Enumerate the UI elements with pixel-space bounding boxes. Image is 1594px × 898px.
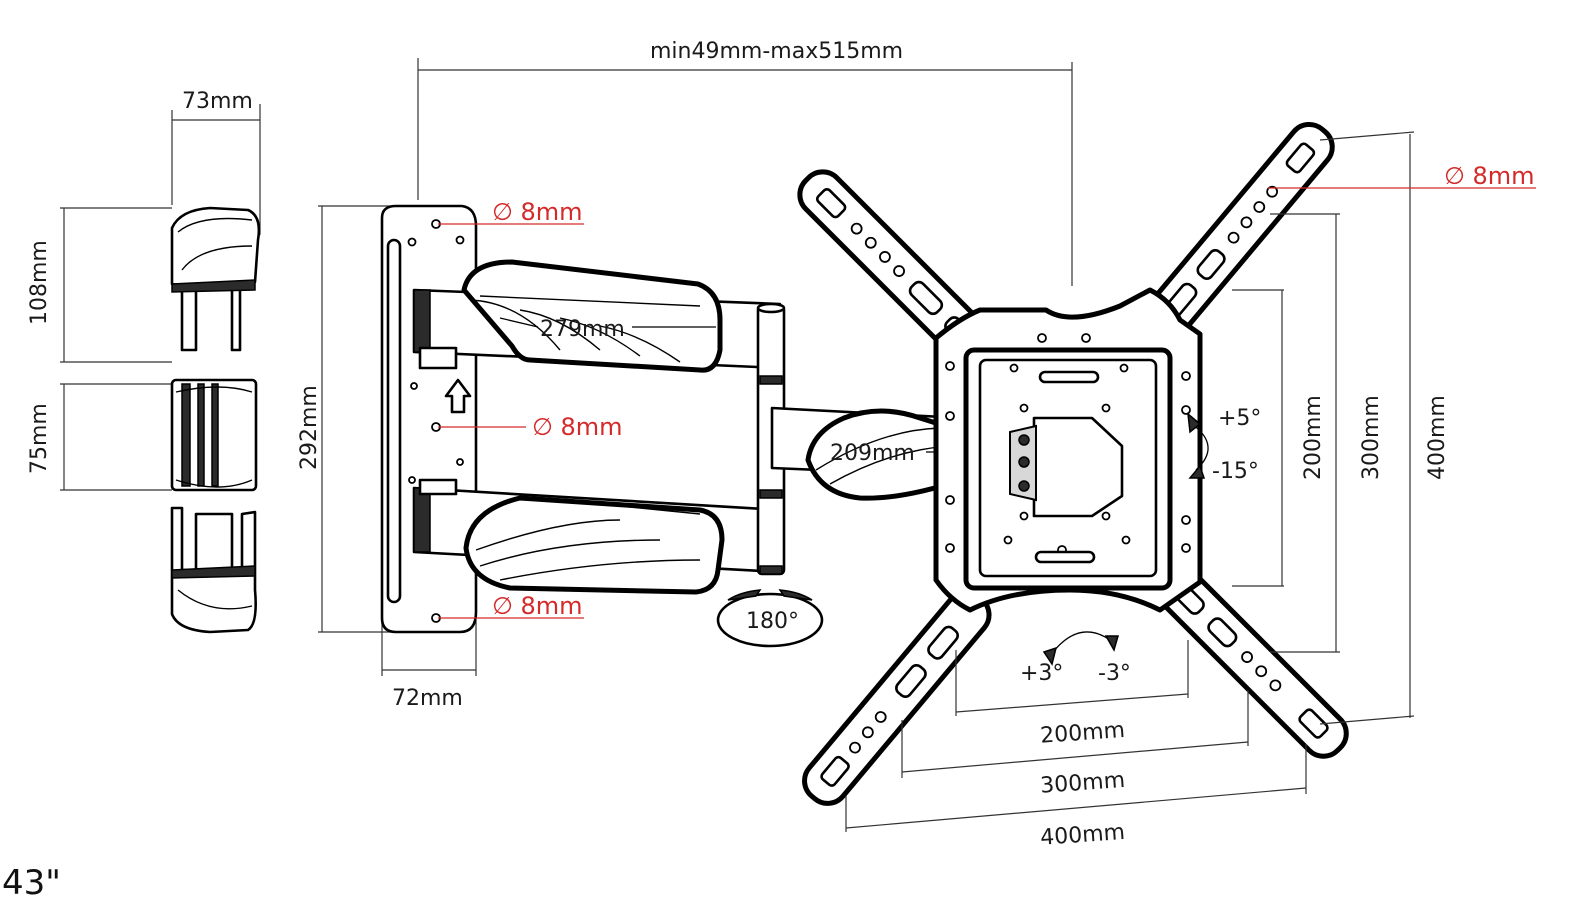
swivel-angle-label: 180° xyxy=(746,609,799,634)
side-middle-height-label: 75mm xyxy=(27,403,52,474)
tv-arm-hole-label: ∅ 8mm xyxy=(1444,162,1535,190)
rotate-right-label: -3° xyxy=(1098,661,1131,686)
wall-bottom-hole-label: ∅ 8mm xyxy=(492,592,583,620)
wall-plate-width-label: 72mm xyxy=(392,686,463,711)
arm-assembly: 279mm 209mm 180° xyxy=(412,259,965,648)
arm-extension-label: min49mm-max515mm xyxy=(650,39,903,64)
side-upper-height-label: 108mm xyxy=(27,240,52,325)
vesa-vertical-dimensions: 200mm 300mm 400mm xyxy=(1232,131,1450,725)
side-upper-cap xyxy=(170,206,261,352)
rotation-annotation: +3° -3° xyxy=(1020,631,1131,686)
lower-arm-length-label: 209mm xyxy=(830,441,915,466)
vesa-vertical-400-label: 400mm xyxy=(1425,395,1450,480)
vesa-horizontal-200-label: 200mm xyxy=(1039,718,1125,749)
wall-plate-height-label: 292mm xyxy=(297,385,322,470)
vesa-vertical-200-label: 200mm xyxy=(1301,395,1326,480)
hole-callouts: ∅ 8mm ∅ 8mm ∅ 8mm ∅ 8mm xyxy=(438,162,1536,620)
tilt-down-label: -15° xyxy=(1212,459,1259,484)
rotate-left-label: +3° xyxy=(1020,661,1063,686)
tv-bracket xyxy=(797,121,1349,806)
vesa-vertical-300-label: 300mm xyxy=(1359,395,1384,480)
wall-middle-hole-label: ∅ 8mm xyxy=(532,413,623,441)
screen-size-label: 43" xyxy=(2,863,61,898)
vesa-horizontal-400-label: 400mm xyxy=(1039,820,1125,851)
vesa-horizontal-300-label: 300mm xyxy=(1039,768,1125,799)
tilt-up-label: +5° xyxy=(1218,406,1261,431)
wall-top-hole-label: ∅ 8mm xyxy=(492,198,583,226)
tilt-annotation: +5° -15° xyxy=(1187,406,1261,484)
side-view: 73mm 108mm 75mm xyxy=(27,89,261,634)
upper-arm-length-label: 279mm xyxy=(540,317,625,342)
vesa-horizontal-dimensions: 200mm 300mm 400mm xyxy=(845,640,1307,851)
side-depth-label: 73mm xyxy=(182,89,253,114)
